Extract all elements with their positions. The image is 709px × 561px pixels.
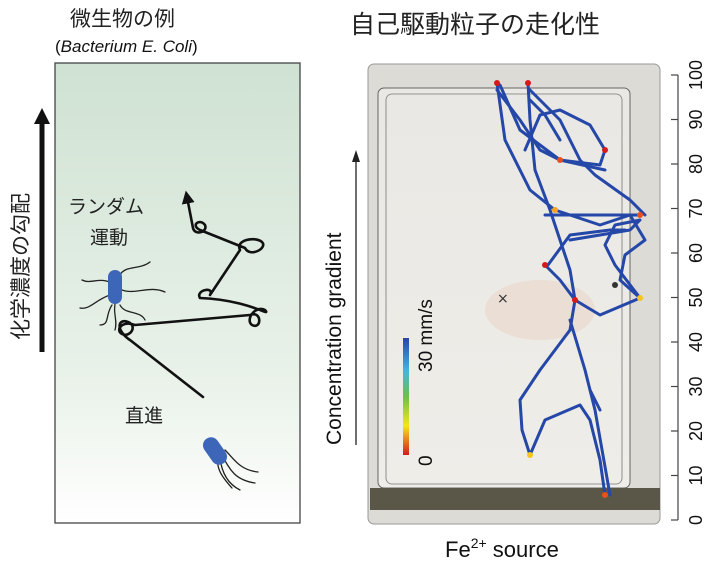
- bacterium-body: [108, 270, 122, 304]
- bacterium-straight: [202, 437, 259, 491]
- speed-colorbar: [403, 338, 409, 455]
- cross-mark: ×: [497, 291, 509, 307]
- bacterium-body: [202, 437, 228, 465]
- concentration-arrowhead-icon: [352, 150, 360, 162]
- axis-tick-label: 30: [686, 376, 706, 396]
- gradient-arrowhead-icon: [34, 108, 50, 124]
- axis-tick-label: 20: [686, 421, 706, 441]
- axis-tick-label: 90: [686, 109, 706, 129]
- axis-tick-label: 50: [686, 287, 706, 307]
- axis-tick-label: 0: [686, 515, 706, 525]
- axis-tick-label: 60: [686, 243, 706, 263]
- concentration-gradient-label: Concentration gradient: [323, 232, 346, 445]
- straight-motion-label: 直進: [125, 405, 163, 427]
- left-subtitle: (Bacterium E. Coli): [55, 37, 198, 56]
- left-panel: 微生物の例 (Bacterium E. Coli) 化学濃度の勾配 ランダム 運…: [9, 7, 301, 524]
- axis-tick-label: 40: [686, 332, 706, 352]
- axis-tick-label: 10: [686, 465, 706, 485]
- trajectory-slow-spots: [494, 80, 643, 498]
- random-walk-path: [117, 190, 268, 399]
- environment-box: [54, 62, 301, 524]
- axis-tick-label: 70: [686, 198, 706, 218]
- right-panel: 自己駆動粒子の走化性 ×: [323, 10, 706, 561]
- left-title: 微生物の例: [70, 7, 175, 31]
- axis-tick-label: 100: [686, 60, 706, 90]
- bacterium-random: [79, 261, 166, 331]
- colorbar-max-label: 30 mm/s: [416, 299, 437, 372]
- random-motion-label-2: 運動: [90, 227, 128, 249]
- fe-source-label: Fe2+ source: [445, 535, 559, 561]
- distance-axis: 0 10 20 30 40 50 60 70 80 90 100: [671, 60, 706, 525]
- chemical-gradient-label: 化学濃度の勾配: [9, 193, 33, 340]
- colorbar-min-label: 0: [416, 455, 437, 466]
- axis-tick-label: 80: [686, 154, 706, 174]
- right-title: 自己駆動粒子の走化性: [350, 10, 600, 39]
- random-motion-label-1: ランダム: [68, 196, 144, 218]
- fe-source-layer: [370, 488, 660, 510]
